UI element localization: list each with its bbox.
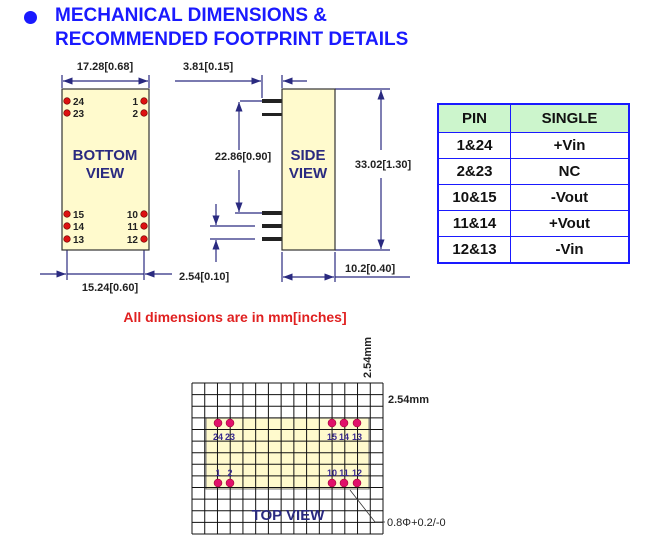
pin-label: 1: [215, 468, 220, 478]
grid-pitch-vertical: 2.54mm: [362, 337, 374, 378]
side-view: SIDE VIEW: [262, 88, 336, 251]
pin-label: 14: [339, 432, 349, 442]
pin-label: 12: [127, 235, 139, 246]
pin-label: 15: [73, 210, 85, 221]
pitch-dimension: 2.54[0.10]: [179, 271, 229, 283]
hole-size-label: 0.8Φ+0.2/-0: [387, 517, 446, 529]
width-dimension: 17.28[0.68]: [77, 61, 134, 73]
pin-label: 12: [352, 468, 362, 478]
pin-label: 2: [227, 468, 232, 478]
pin-label: 24: [213, 432, 223, 442]
pin-label: 15: [327, 432, 337, 442]
pin-label: 11: [339, 468, 349, 478]
side-view-label: SIDE: [290, 147, 325, 164]
side-view-label: VIEW: [289, 165, 328, 182]
height-dimension: 33.02[1.30]: [355, 159, 412, 171]
table-row: 11&14+Vout: [437, 210, 630, 237]
units-note: All dimensions are in mm[inches]: [123, 309, 347, 325]
pin-label: 13: [73, 235, 85, 246]
pin-label: 1: [132, 97, 138, 108]
function-cell: NC: [510, 158, 630, 185]
bullet-icon: [24, 11, 37, 24]
pin-label: 24: [73, 97, 85, 108]
footprint-top-view: 24 23 15 14 13 1 2 10 11 12 TOP VIEW 0.8…: [191, 337, 446, 535]
bottom-view: 24 23 15 14 13 1 2 10 11 12 BOTTOM VIEW: [61, 88, 150, 251]
pin-label: 23: [73, 109, 85, 120]
pin-label: 10: [327, 468, 337, 478]
pin-column-header: PIN: [437, 103, 511, 133]
pin-label: 23: [225, 432, 235, 442]
pin-length-dimension: 3.81[0.15]: [183, 61, 233, 73]
pin-cell: 2&23: [437, 158, 511, 185]
grid-pitch-horizontal: 2.54mm: [388, 394, 429, 406]
pin-cell: 10&15: [437, 184, 511, 211]
pin-cell: 11&14: [437, 210, 511, 237]
bottom-view-label: VIEW: [86, 165, 125, 182]
bottom-view-label: BOTTOM: [73, 147, 138, 164]
section-title-line2: RECOMMENDED FOOTPRINT DETAILS: [55, 29, 409, 50]
pin-label: 10: [127, 210, 139, 221]
pin-label: 11: [127, 222, 138, 233]
function-cell: +Vin: [510, 132, 630, 159]
section-title-line1: MECHANICAL DIMENSIONS &: [55, 5, 327, 26]
pin-label: 13: [352, 432, 362, 442]
table-row: 10&15-Vout: [437, 184, 630, 211]
depth-dimension: 10.2[0.40]: [345, 263, 395, 275]
pin-cell: 1&24: [437, 132, 511, 159]
table-row: 1&24+Vin: [437, 132, 630, 159]
function-cell: -Vin: [510, 236, 630, 264]
pin-span-dimension: 15.24[0.60]: [82, 282, 139, 294]
pin-cell: 12&13: [437, 236, 511, 264]
function-cell: +Vout: [510, 210, 630, 237]
top-view-label: TOP VIEW: [252, 507, 326, 524]
table-row: 12&13-Vin: [437, 236, 630, 264]
single-column-header: SINGLE: [510, 103, 630, 133]
function-cell: -Vout: [510, 184, 630, 211]
pin-span-side-dimension: 22.86[0.90]: [215, 151, 272, 163]
pin-label: 14: [73, 222, 85, 233]
pin-label: 2: [132, 109, 138, 120]
